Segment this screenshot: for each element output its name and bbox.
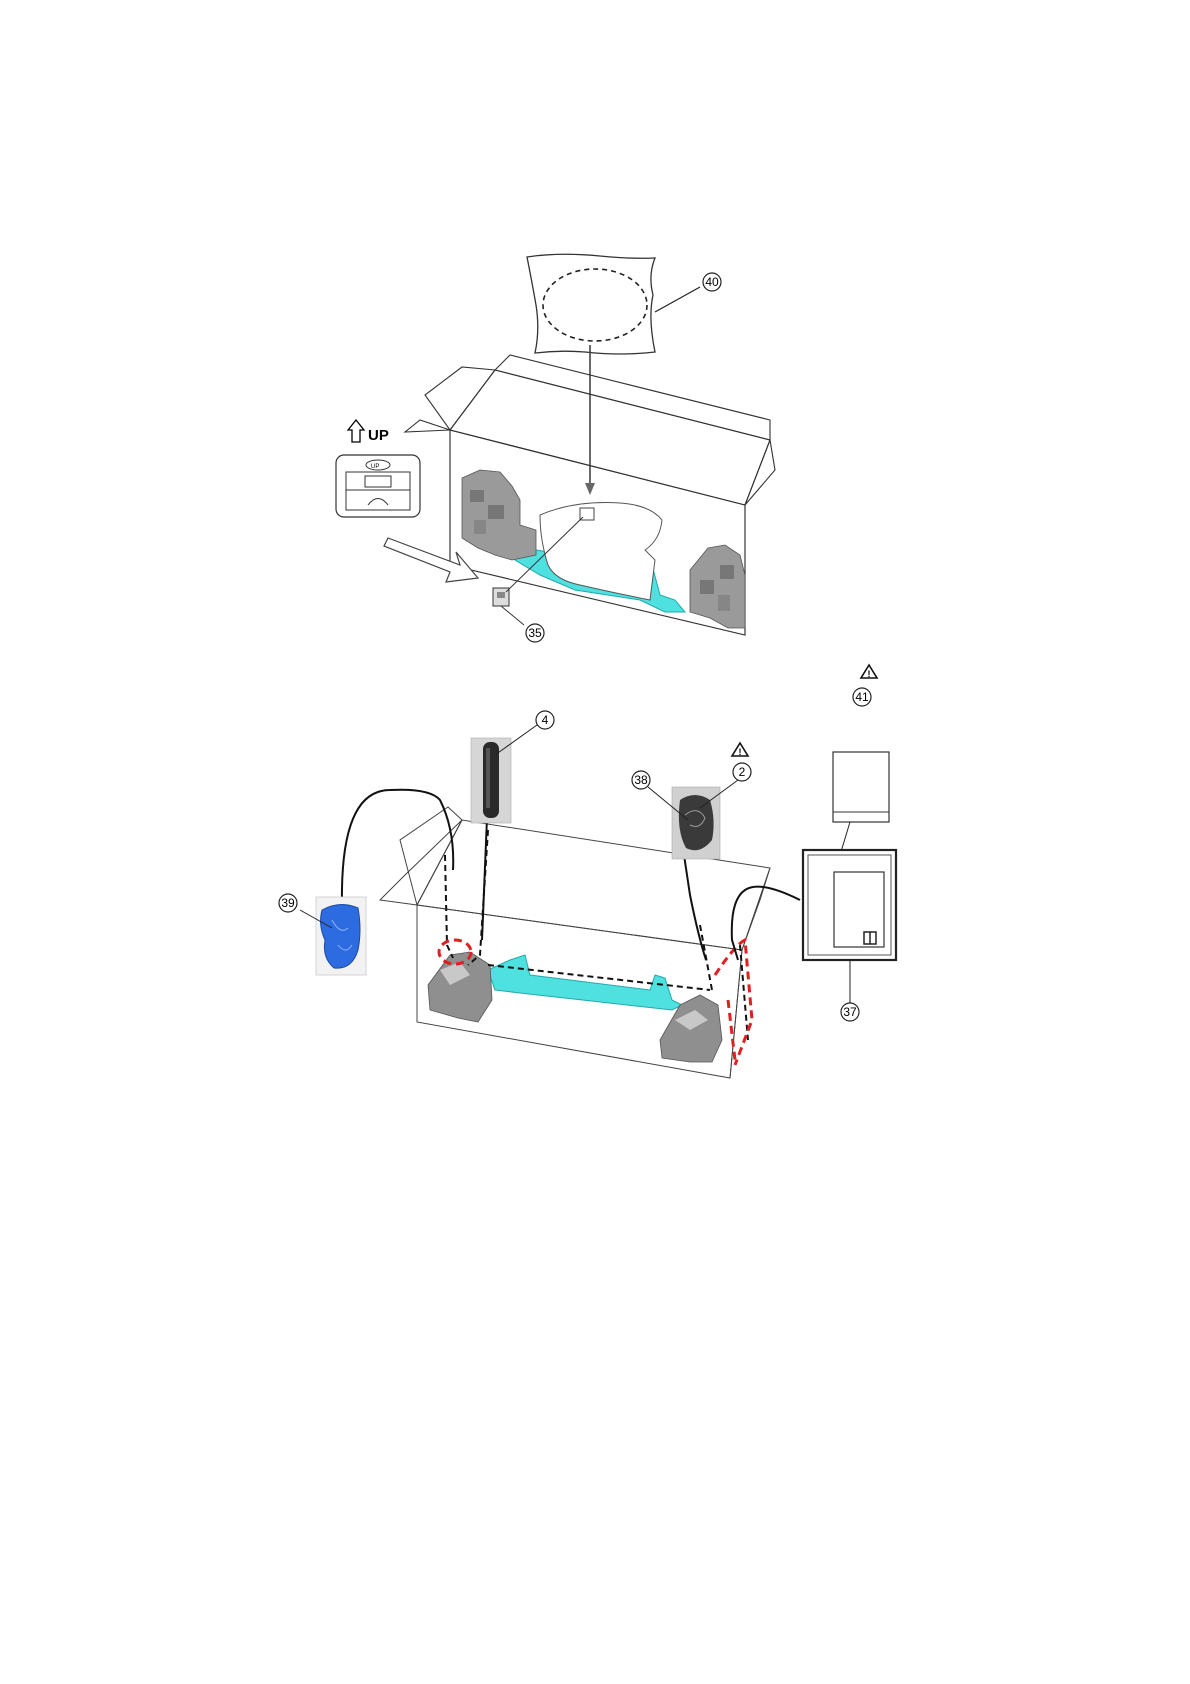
callout-39: 39 xyxy=(279,894,297,912)
item-38-cable-bag xyxy=(648,780,738,859)
svg-text:!: ! xyxy=(868,669,871,679)
svg-text:UP: UP xyxy=(371,464,379,470)
callout-2: 2 xyxy=(733,763,751,781)
callout-37: 37 xyxy=(841,1003,859,1021)
svg-text:!: ! xyxy=(739,747,742,757)
product-wrapped xyxy=(540,503,662,601)
callout-40: 40 xyxy=(703,273,721,291)
svg-text:37: 37 xyxy=(843,1005,857,1019)
bottom-assembly xyxy=(300,725,896,1078)
callout-4: 4 xyxy=(536,711,554,729)
foam-right-top xyxy=(690,545,745,628)
callout-35: 35 xyxy=(526,624,544,642)
item-37-envelope xyxy=(803,850,896,1003)
plastic-bag-40 xyxy=(527,254,700,354)
svg-text:39: 39 xyxy=(281,896,295,910)
item-41-document xyxy=(833,752,889,862)
warning-icon: ! xyxy=(861,665,877,679)
foam-left-top xyxy=(462,470,536,560)
item-4-cylinder xyxy=(471,725,537,823)
direction-arrow xyxy=(384,538,478,582)
top-assembly: UP UP xyxy=(336,254,775,635)
callout-38: 38 xyxy=(632,771,650,789)
svg-text:2: 2 xyxy=(739,765,746,779)
svg-text:38: 38 xyxy=(634,773,648,787)
leader-lines xyxy=(342,790,800,960)
up-orientation-label: UP xyxy=(348,420,389,444)
svg-text:UP: UP xyxy=(368,427,389,444)
warning-icon: ! xyxy=(732,743,748,757)
callout-41: 41 xyxy=(853,688,871,706)
item-39-blue-bag xyxy=(300,897,366,975)
svg-text:40: 40 xyxy=(705,275,719,289)
up-badge-panel: UP xyxy=(336,455,420,517)
svg-text:35: 35 xyxy=(528,626,542,640)
svg-text:41: 41 xyxy=(855,690,869,704)
svg-text:4: 4 xyxy=(542,713,549,727)
cushion-bar-bottom xyxy=(488,955,682,1010)
